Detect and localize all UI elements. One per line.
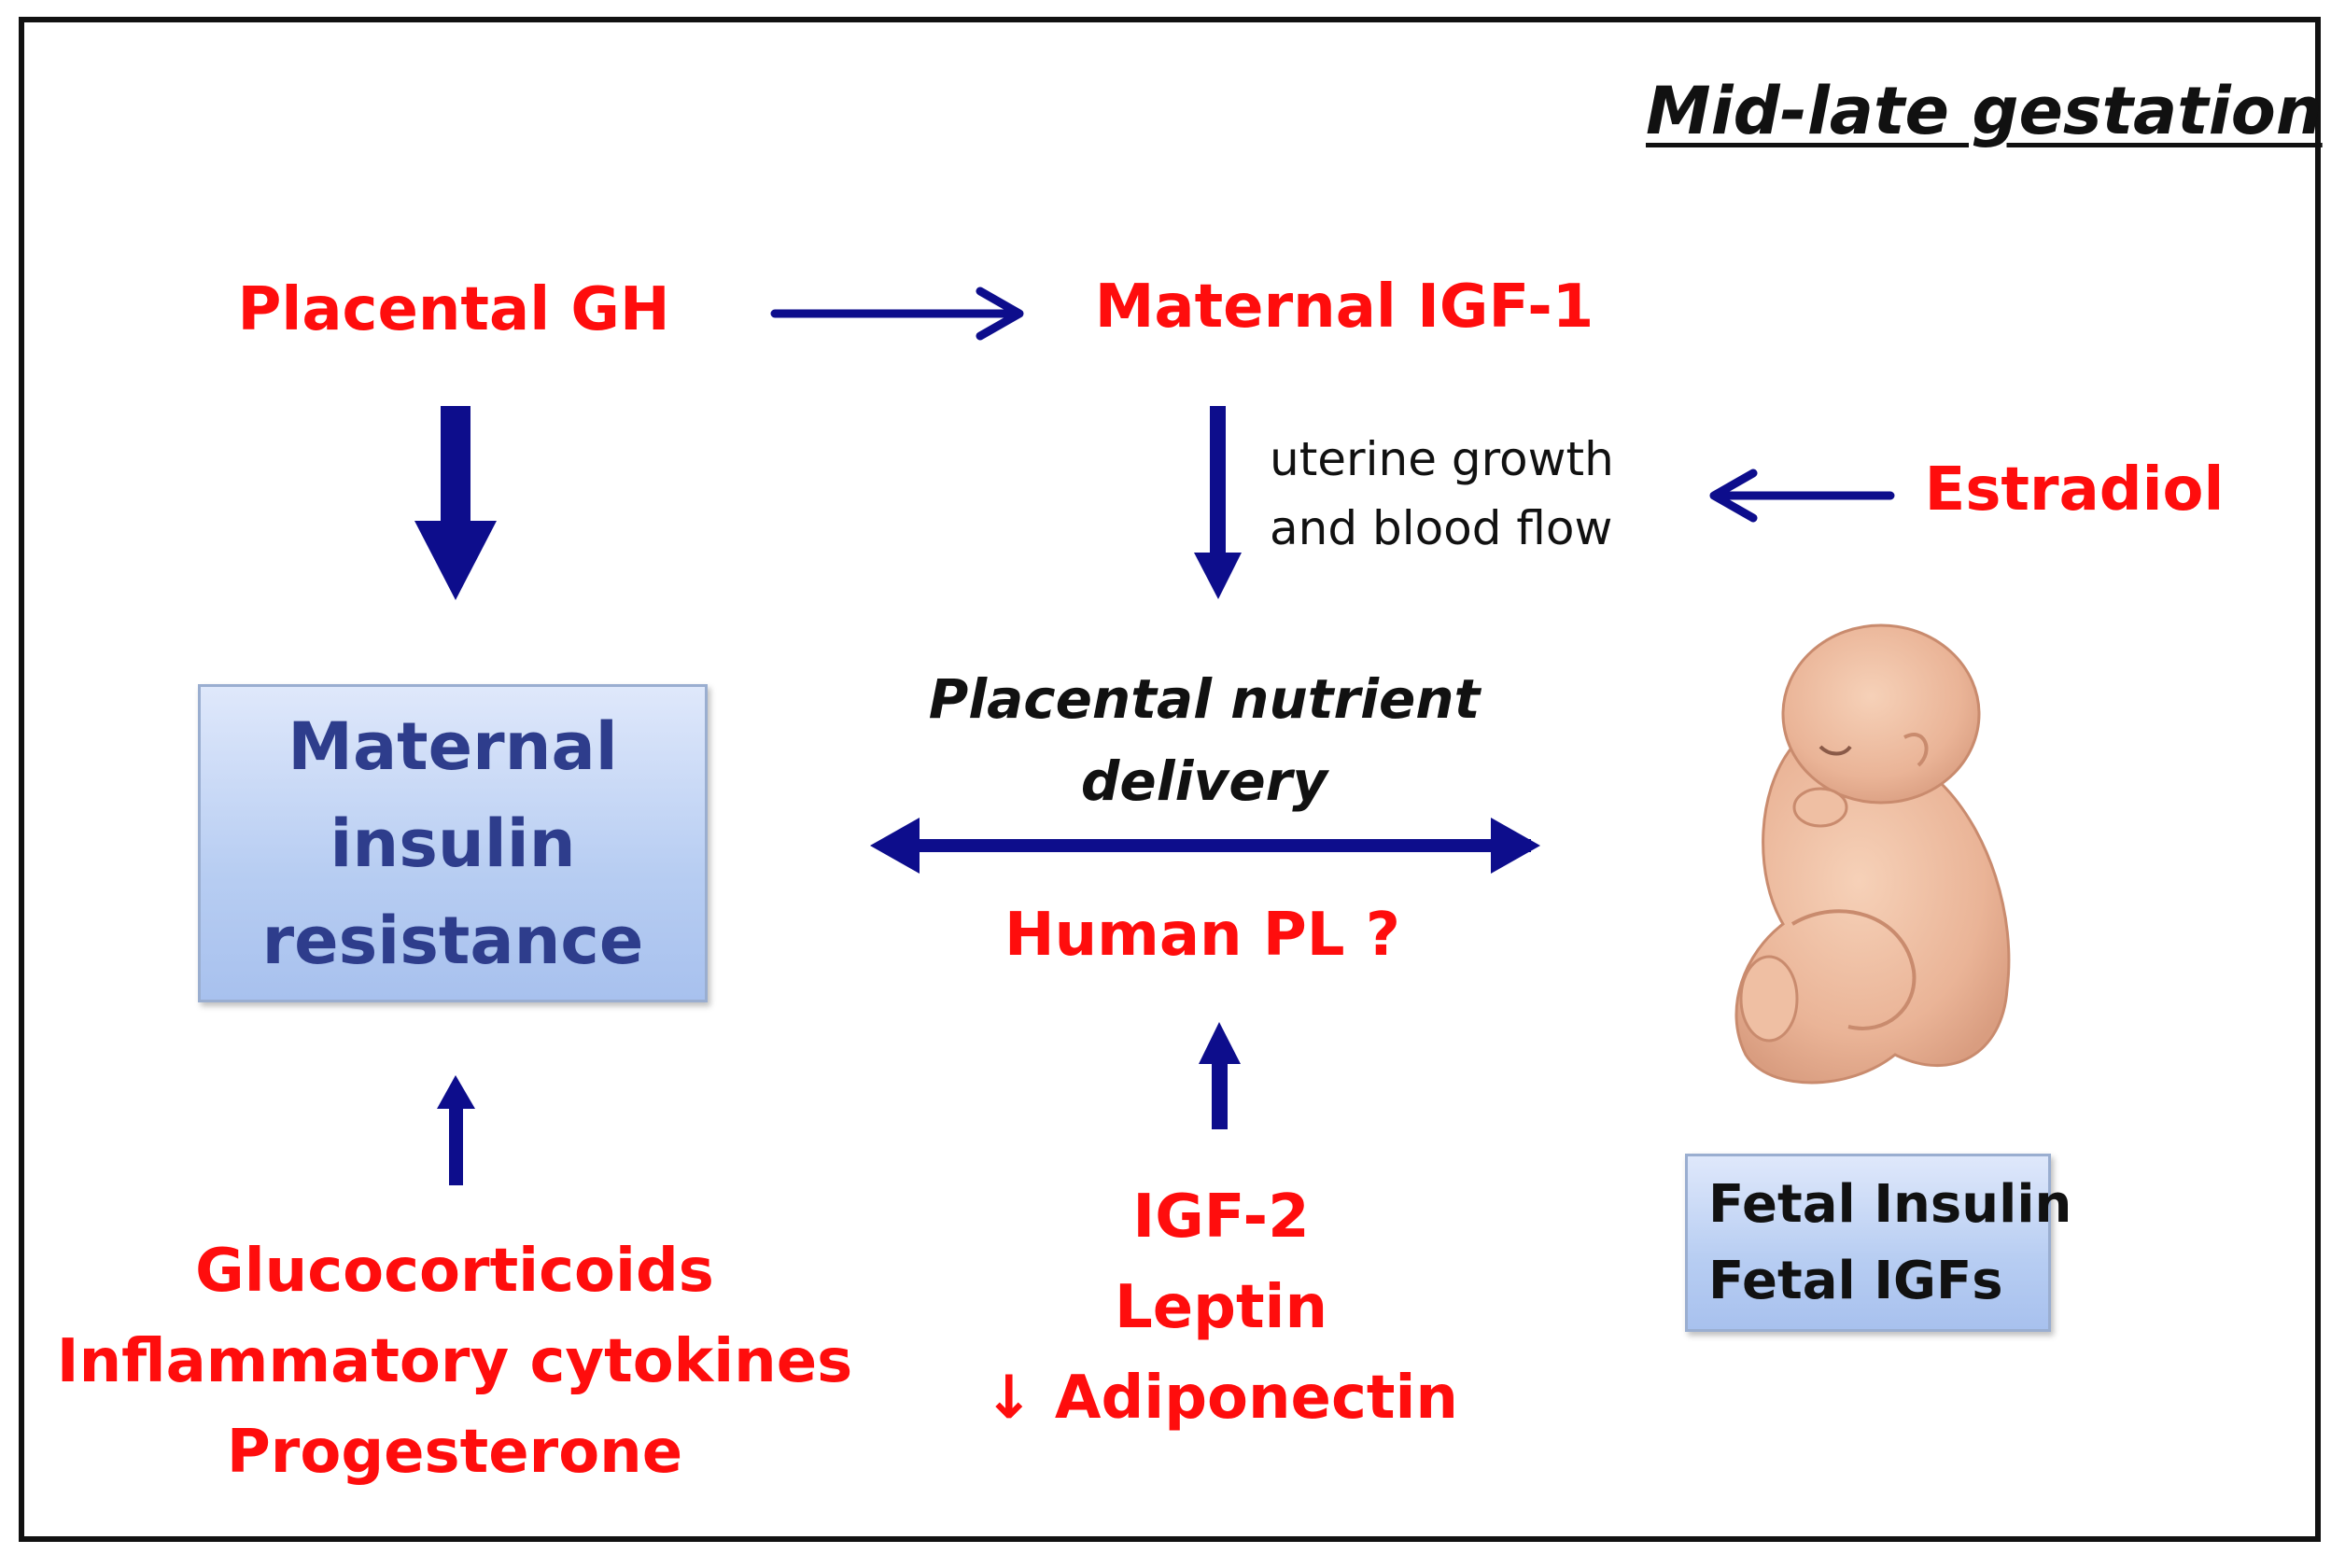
estradiol-label: Estradiol (1924, 455, 2225, 525)
arrow-center-factors-up (1199, 1022, 1241, 1129)
arrow-estradiol-left (1709, 469, 1895, 523)
igf2-label: IGF-2 (1132, 1183, 1310, 1252)
arrow-nutrient-exchange (870, 818, 1540, 874)
diagram-title: Mid-late gestation (1646, 73, 2323, 149)
placental-nutrient-line2: delivery (1080, 749, 1328, 813)
center-factors-list: IGF-2 Leptin ↓ Adiponectin (984, 1172, 1458, 1444)
uterine-growth-note: uterine growth and blood flow (1270, 425, 1614, 563)
arrow-gh-to-igf1 (770, 287, 1024, 341)
adiponectin-label: ↓ Adiponectin (984, 1364, 1458, 1433)
progesterone-label: Progesterone (226, 1418, 683, 1487)
human-pl-label: Human PL ? (1004, 901, 1400, 970)
glucocorticoids-label: Glucocorticoids (195, 1237, 714, 1306)
arrow-igf1-down (1194, 406, 1242, 599)
maternal-insulin-resistance-label: Maternal insulin resistance (261, 707, 644, 979)
placental-gh-label: Placental GH (237, 275, 670, 344)
maternal-insulin-resistance-box: Maternal insulin resistance (198, 684, 708, 1002)
arrow-left-factors-up (437, 1075, 475, 1185)
uterine-note-line2: and blood flow (1270, 501, 1613, 555)
fetal-igfs-label: Fetal IGFs (1708, 1250, 2003, 1311)
fetal-insulin-label: Fetal Insulin (1708, 1173, 2072, 1235)
arrow-gh-down (414, 406, 497, 600)
fetal-hormones-box: Fetal Insulin Fetal IGFs (1685, 1154, 2072, 1332)
placental-nutrient-line1: Placental nutrient (928, 667, 1481, 731)
fetus-icon (1734, 623, 2011, 1085)
leptin-label: Leptin (1114, 1273, 1328, 1342)
inflammatory-cytokines-label: Inflammatory cytokines (56, 1327, 853, 1396)
maternal-igf1-label: Maternal IGF-1 (1094, 273, 1594, 342)
uterine-note-line1: uterine growth (1270, 432, 1614, 486)
left-factors-list: Glucocorticoids Inflammatory cytokines P… (57, 1226, 852, 1498)
placental-nutrient-delivery-label: Placental nutrient delivery (929, 658, 1481, 822)
